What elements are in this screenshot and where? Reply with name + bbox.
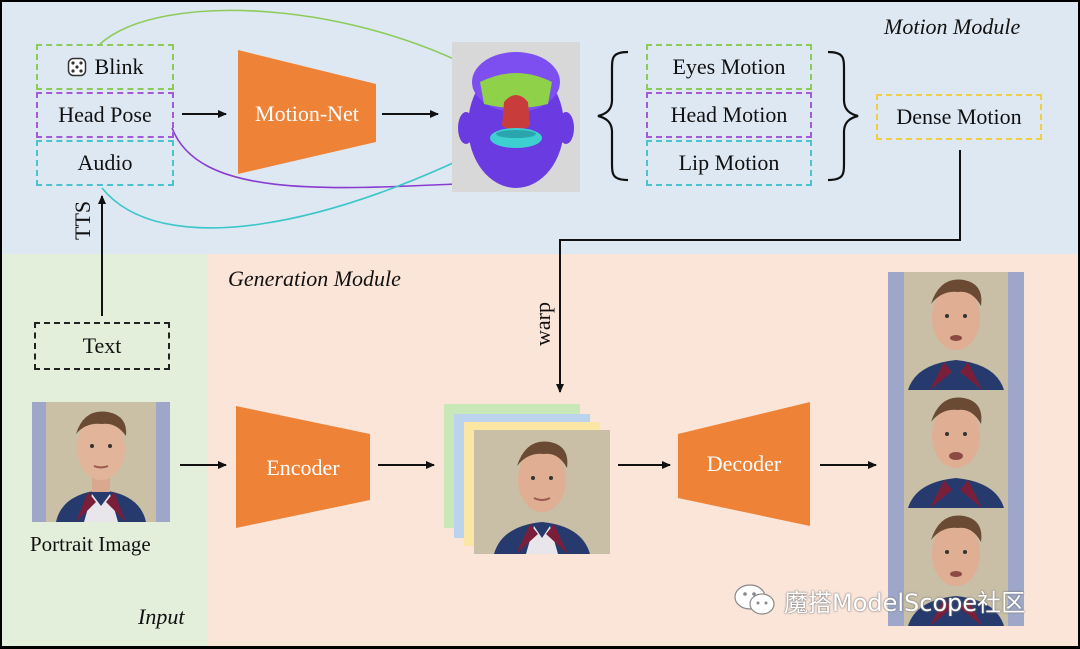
dense-motion-box: Dense Motion bbox=[876, 94, 1042, 140]
watermark: 魔搭ModelScope社区 bbox=[732, 582, 1025, 618]
input-title: Input bbox=[138, 604, 185, 629]
lip-motion-label: Lip Motion bbox=[678, 150, 780, 175]
right-brace bbox=[827, 50, 859, 182]
portrait-face-icon bbox=[32, 402, 170, 522]
warped-face-icon bbox=[494, 441, 590, 554]
decoder-block bbox=[678, 402, 810, 526]
motion-net-label: Motion-Net bbox=[255, 101, 359, 126]
lip-motion-box: Lip Motion bbox=[646, 140, 812, 186]
eyes-motion-label: Eyes Motion bbox=[672, 54, 786, 79]
output-face-icon-2 bbox=[888, 390, 1024, 508]
blink-label: Blink bbox=[94, 54, 144, 79]
text-box: Text bbox=[34, 322, 170, 370]
dice-icon bbox=[67, 57, 86, 77]
audio-to-face-curve bbox=[101, 133, 513, 229]
portrait-label: Portrait Image bbox=[30, 532, 151, 556]
dense-motion-label: Dense Motion bbox=[896, 104, 1022, 129]
warped-feature-image bbox=[474, 430, 610, 554]
audio-box: Audio bbox=[36, 140, 174, 186]
motion-module-title: Motion Module bbox=[884, 14, 1021, 39]
head-motion-label: Head Motion bbox=[670, 102, 788, 127]
head-motion-box: Head Motion bbox=[646, 92, 812, 138]
output-frame-1 bbox=[888, 272, 1024, 390]
left-brace bbox=[597, 50, 629, 182]
audio-label: Audio bbox=[77, 150, 133, 175]
portrait-image bbox=[32, 402, 170, 522]
encoder-label: Encoder bbox=[266, 455, 340, 480]
blink-box: Blink bbox=[36, 44, 174, 90]
watermark-text: 魔搭ModelScope社区 bbox=[784, 588, 1026, 617]
head-pose-label: Head Pose bbox=[58, 102, 152, 127]
text-label: Text bbox=[82, 333, 122, 358]
head-pose-box: Head Pose bbox=[36, 92, 174, 138]
decoder-label: Decoder bbox=[706, 451, 782, 476]
output-frame-3 bbox=[888, 508, 1024, 626]
tts-label: TTS bbox=[70, 200, 95, 240]
encoder-block bbox=[236, 406, 370, 528]
face-mesh-image bbox=[452, 42, 580, 192]
output-face-icon-1 bbox=[888, 272, 1024, 390]
motion-net-block bbox=[238, 50, 376, 174]
wechat-icon bbox=[734, 584, 775, 615]
generation-module-title: Generation Module bbox=[228, 266, 401, 291]
warp-label: warp bbox=[530, 302, 555, 346]
output-face-icon-3 bbox=[888, 508, 1024, 626]
headpose-to-face-curve bbox=[171, 127, 497, 189]
output-frame-2 bbox=[888, 390, 1024, 508]
dense-to-warp-arrow bbox=[556, 150, 961, 393]
face-mesh-icon bbox=[458, 52, 574, 188]
eyes-motion-box: Eyes Motion bbox=[646, 44, 812, 90]
blink-to-face-curve bbox=[99, 9, 499, 83]
